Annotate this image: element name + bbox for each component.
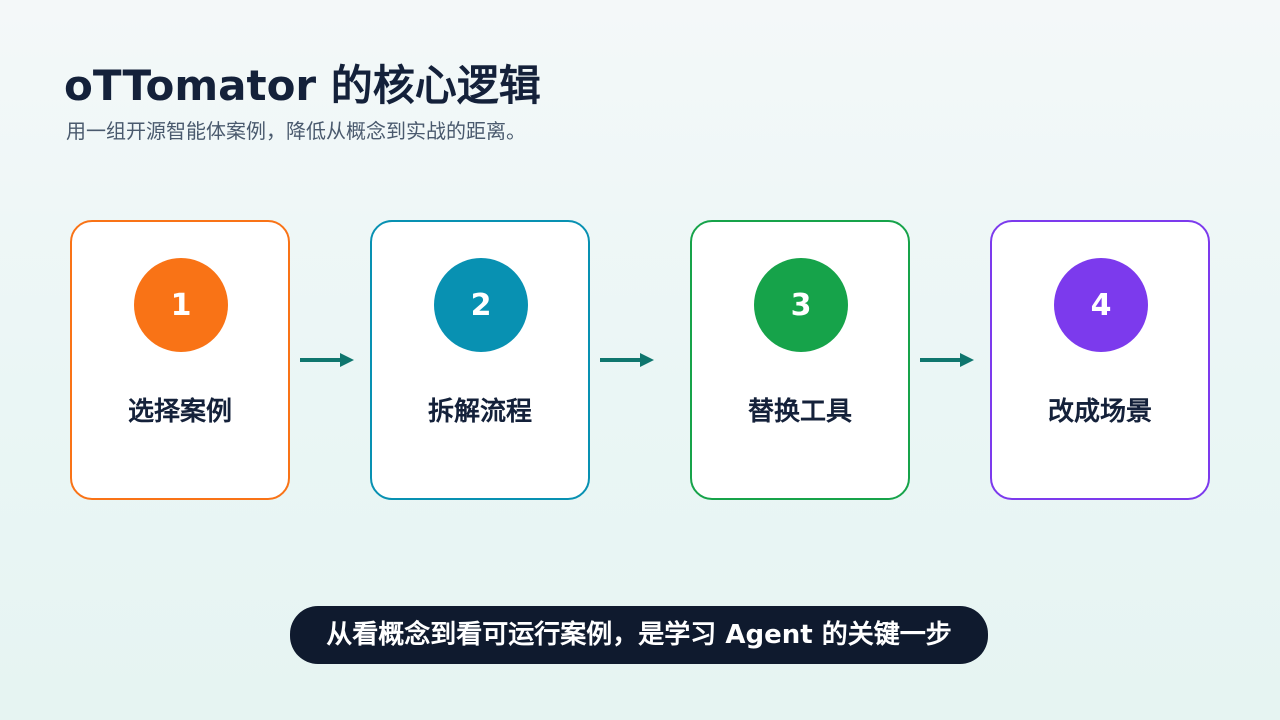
step-card-4: 4 改成场景	[990, 220, 1210, 500]
step-label: 替换工具	[747, 397, 852, 427]
flow-arrow-icon	[300, 352, 354, 368]
page-title: oTTomator 的核心逻辑	[64, 61, 541, 110]
flow-arrow-icon	[600, 352, 654, 368]
step-card-2: 2 拆解流程	[370, 220, 590, 500]
caption-banner: 从看概念到看可运行案例，是学习 Agent 的关键一步	[290, 606, 988, 664]
step-label: 改成场景	[1047, 397, 1152, 427]
step-label: 选择案例	[127, 397, 232, 427]
step-card-1: 1 选择案例	[70, 220, 290, 500]
step-label: 拆解流程	[427, 397, 532, 427]
step-number-badge: 2	[434, 258, 528, 352]
flow-arrow-icon	[920, 352, 974, 368]
step-number-badge: 4	[1054, 258, 1148, 352]
step-number-badge: 3	[754, 258, 848, 352]
step-card-3: 3 替换工具	[690, 220, 910, 500]
page-subtitle: 用一组开源智能体案例，降低从概念到实战的距离。	[66, 119, 526, 143]
step-number-badge: 1	[134, 258, 228, 352]
